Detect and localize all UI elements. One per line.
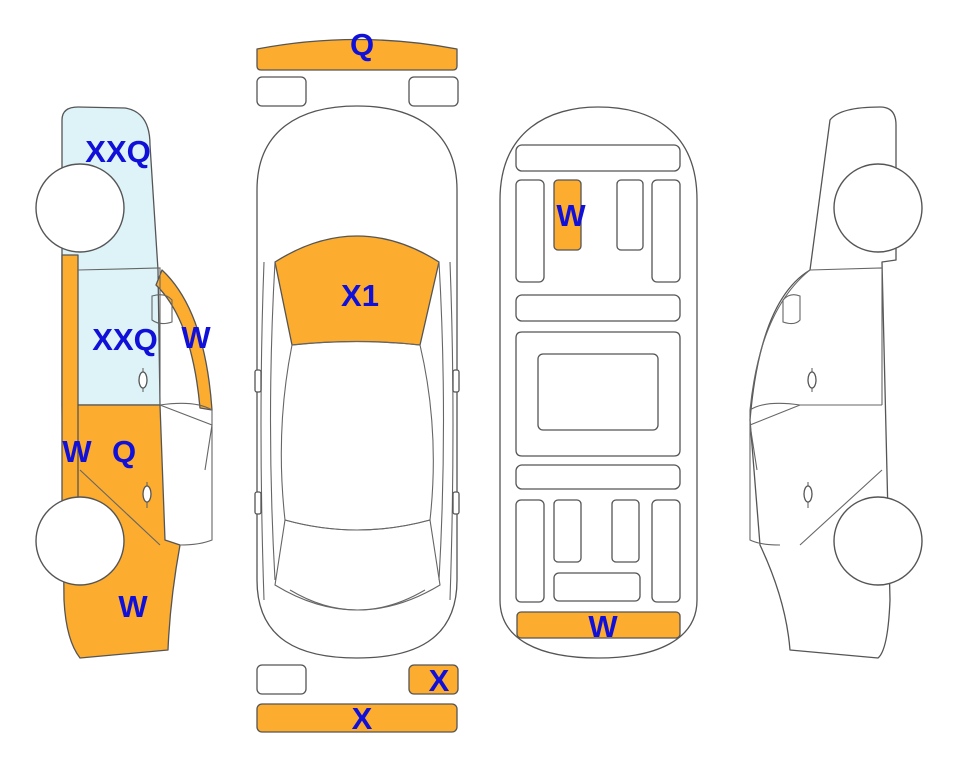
right-door-handle-2[interactable] — [803, 482, 813, 508]
right-door-line-2 — [799, 469, 883, 546]
trunk-code: W — [588, 609, 618, 644]
rear-glass-code: XXQ — [92, 322, 157, 357]
hood-code: X1 — [341, 278, 379, 313]
front-seat-left[interactable] — [553, 179, 582, 251]
door-code-1: W — [62, 434, 92, 469]
rear-bench[interactable] — [553, 572, 641, 602]
side-line-left-2 — [269, 261, 276, 581]
rear-window — [274, 519, 441, 611]
side-a-pillar[interactable] — [155, 269, 213, 411]
dashboard[interactable] — [515, 144, 681, 172]
side-front-fender — [159, 402, 213, 546]
wheel-front-left[interactable] — [35, 163, 125, 253]
wheel-rear-right[interactable] — [833, 496, 923, 586]
side-mirror — [151, 294, 173, 325]
right-door-line — [809, 267, 883, 405]
rear-seat-right-outer[interactable] — [651, 499, 681, 603]
front-bumper-code: Q — [350, 27, 374, 62]
front-seat-right[interactable] — [616, 179, 644, 251]
rear-seat-left[interactable] — [553, 499, 582, 563]
handle-left[interactable] — [254, 491, 262, 515]
rear-seat-left-outer[interactable] — [515, 499, 545, 603]
top-view — [254, 38, 460, 733]
headlight-right[interactable] — [408, 76, 459, 107]
taillight-left[interactable] — [256, 664, 307, 695]
handle-right[interactable] — [452, 491, 460, 515]
mirror-right[interactable] — [452, 369, 460, 393]
door-handle-2[interactable] — [142, 482, 152, 508]
left-side-view — [35, 106, 213, 659]
top-view-body — [256, 105, 458, 659]
roof-glass-code: XXQ — [85, 134, 150, 169]
trunk-panel[interactable] — [516, 611, 681, 639]
rear-seat-right[interactable] — [611, 499, 640, 563]
side-door-line — [77, 267, 161, 405]
rear-bumper-panel[interactable] — [256, 703, 458, 733]
front-seat-right-outer[interactable] — [651, 179, 681, 283]
wheel-front-right[interactable] — [833, 163, 923, 253]
door-handle-1[interactable] — [138, 368, 148, 392]
pillar-code: W — [181, 320, 211, 355]
headlight-left[interactable] — [256, 76, 307, 107]
right-window-lower — [749, 404, 801, 471]
right-door-handle-1[interactable] — [807, 368, 817, 392]
rear-bar[interactable] — [515, 464, 681, 490]
side-line-right — [449, 261, 454, 601]
rear-bumper-code: X — [352, 701, 373, 736]
center-panel[interactable] — [537, 353, 659, 431]
door-code-2: Q — [112, 434, 136, 469]
taillight-right[interactable] — [408, 664, 459, 695]
front-seat-left-outer[interactable] — [515, 179, 545, 283]
rear-window-inner — [289, 589, 426, 611]
mirror-left[interactable] — [254, 369, 262, 393]
right-mirror — [782, 294, 801, 325]
damage-codes: Q X1 XXQ XXQ W W Q W W W X X — [62, 27, 618, 736]
side-door-line-2 — [79, 469, 161, 546]
side-line-left — [260, 261, 265, 601]
right-pillar — [749, 269, 811, 411]
taillight-code: X — [429, 663, 450, 698]
side-line-right-2 — [438, 261, 445, 581]
front-bumper-panel[interactable] — [256, 38, 458, 71]
side-window-lower — [159, 404, 213, 471]
seat-code: W — [556, 198, 586, 233]
right-side-view — [749, 106, 923, 659]
console-bar[interactable] — [515, 294, 681, 322]
rear-quarter-code: W — [118, 589, 148, 624]
right-front-fender — [749, 402, 801, 546]
interior-view — [499, 106, 698, 659]
wheel-rear-left[interactable] — [35, 496, 125, 586]
